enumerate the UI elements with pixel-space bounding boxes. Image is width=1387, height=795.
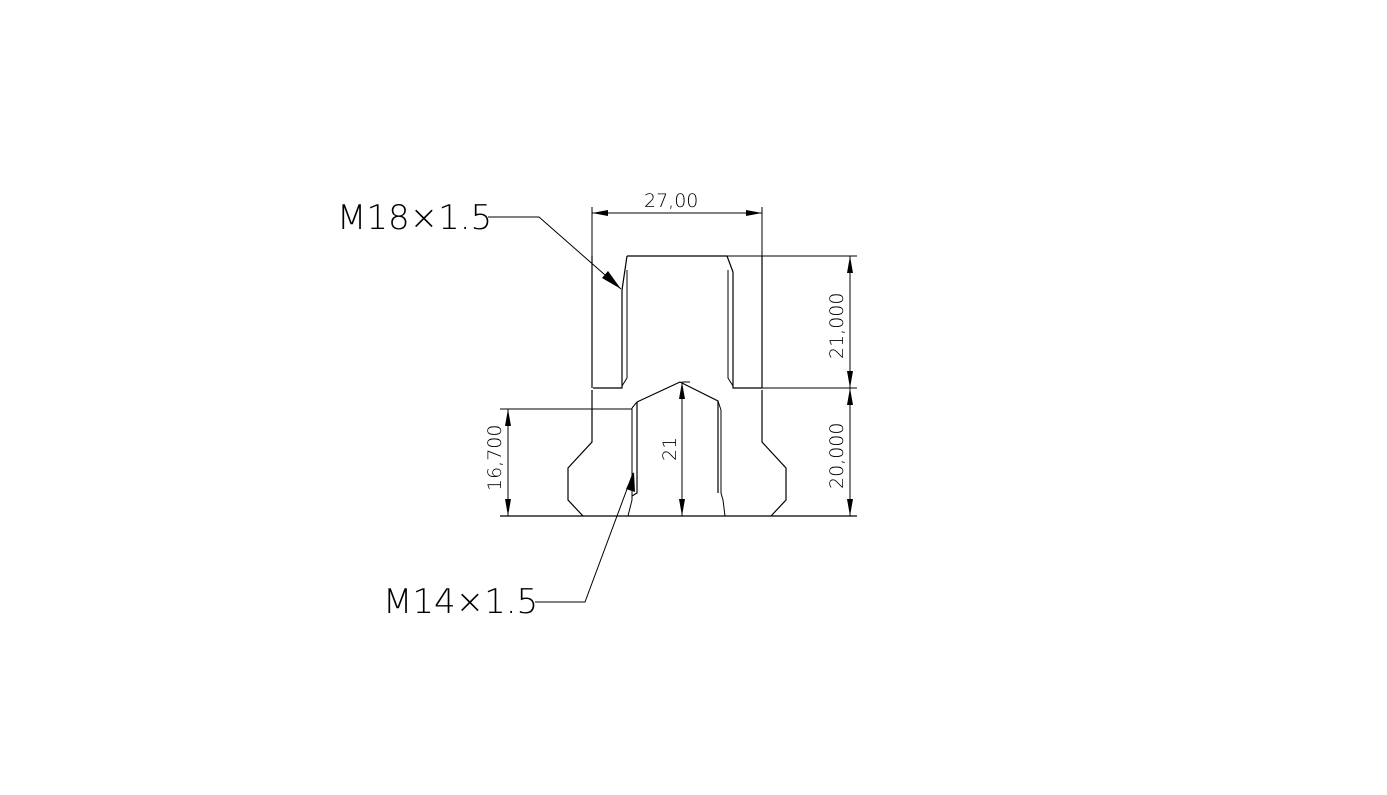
dimension-lower-height: 20,000 [826, 388, 853, 516]
dimension-upper-height: 21,000 [826, 256, 853, 388]
callout-top-thread: M18×1.5 [337, 198, 622, 290]
part-outline [500, 255, 857, 517]
dimension-center-bore-depth: 21 [659, 381, 690, 516]
callout-bottom-thread: M14×1.5 [383, 472, 635, 622]
callout-label-bottom-thread: M14×1.5 [383, 582, 538, 622]
dimension-label-overall-width: 27,00 [644, 190, 698, 212]
dimension-overall-width: 27,00 [591, 190, 763, 256]
callout-label-top-thread: M18×1.5 [337, 198, 492, 238]
dimension-inner-left-height: 16,700 [484, 408, 632, 516]
dimension-label-upper-height: 21,000 [826, 293, 848, 359]
dimension-label-lower-height: 20,000 [826, 423, 848, 489]
dimension-label-inner-left-height: 16,700 [484, 425, 506, 491]
dimension-label-center-bore-depth: 21 [659, 437, 681, 461]
